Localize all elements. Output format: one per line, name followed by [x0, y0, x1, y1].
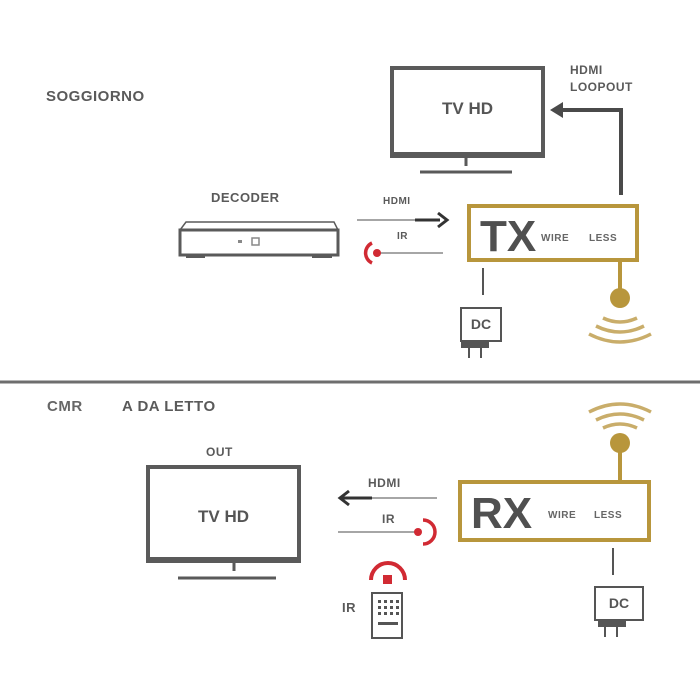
rx-wireless-box: RX WIRE LESS: [458, 480, 651, 542]
hdmi-top-label: HDMI: [383, 196, 411, 207]
dc-top-adapter: DC: [460, 307, 502, 342]
tv-top-screen: TV HD: [390, 66, 545, 156]
dc-top-plug: [461, 341, 489, 358]
tx-wireless-box: TX WIRE LESS: [467, 204, 639, 262]
room-label-bedroom-part2: A DA LETTO: [122, 398, 216, 415]
tx-label: TX: [480, 212, 537, 261]
room-label-living-room: SOGGIORNO: [46, 88, 145, 105]
hdmi-loopout-label-line2: LOOPOUT: [570, 80, 633, 94]
rx-label: RX: [471, 489, 533, 538]
rx-wireless-part1: WIRE: [548, 510, 577, 521]
dc-bottom-plug: [598, 620, 626, 637]
ir-top-label: IR: [397, 231, 408, 242]
tx-antenna: [588, 260, 652, 344]
rx-wireless-part2: LESS: [594, 510, 623, 521]
ir-bottom-label: IR: [382, 512, 395, 526]
decoder-device: [178, 221, 340, 258]
remote-ir-signal: [369, 561, 407, 584]
tv-bottom-label: TV HD: [198, 507, 249, 526]
tv-bottom-screen: TV HD: [146, 465, 301, 561]
room-label-bedroom-part1: CMR: [47, 398, 83, 415]
tx-wireless-part1: WIRE: [541, 233, 570, 244]
hdmi-loopout-label-line1: HDMI: [570, 63, 603, 77]
remote-ir-label: IR: [342, 600, 356, 615]
dc-bottom-adapter: DC: [594, 586, 644, 621]
remote-control-icon: [371, 592, 403, 639]
ir-top-line: [363, 241, 443, 265]
out-label: OUT: [206, 445, 233, 459]
ir-bottom-line: [338, 518, 437, 546]
hdmi-top-arrow: [357, 211, 450, 229]
hdmi-bottom-arrow: [337, 489, 437, 507]
hdmi-bottom-label: HDMI: [368, 476, 401, 490]
decoder-label: DECODER: [211, 190, 280, 205]
hdmi-loopout-arrow: [550, 102, 623, 195]
tx-wireless-part2: LESS: [589, 233, 618, 244]
rx-antenna: [588, 402, 652, 482]
tv-top-label: TV HD: [442, 99, 493, 118]
